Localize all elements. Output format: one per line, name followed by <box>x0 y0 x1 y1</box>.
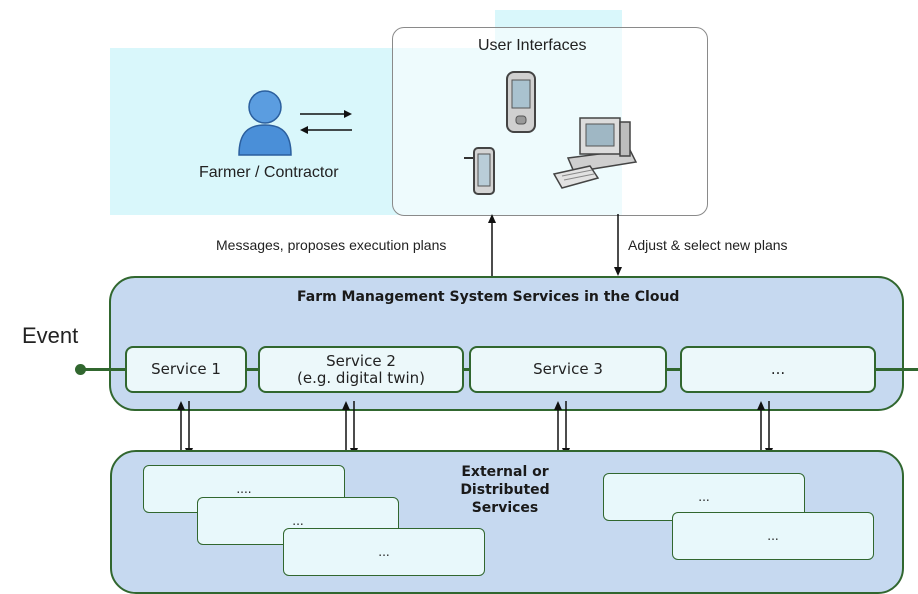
service-1-link-arrows <box>177 401 193 457</box>
service-more-box: ... <box>680 346 876 393</box>
service-1-box: Service 1 <box>125 346 247 393</box>
event-label: Event <box>22 323 79 348</box>
user-interfaces-box <box>392 27 708 216</box>
messages-down-label: Adjust & select new plans <box>628 237 788 253</box>
smartphone-icon <box>506 71 536 133</box>
exchange-arrows <box>300 110 352 134</box>
service-2-link-arrows <box>342 401 358 457</box>
service-more-link-arrows <box>757 401 773 457</box>
service-3-link-arrows <box>554 401 570 457</box>
up-arrow <box>488 214 496 276</box>
service-2-box: Service 2 (e.g. digital twin) <box>258 346 464 393</box>
person-icon <box>238 90 292 156</box>
fms-title: Farm Management System Services in the C… <box>297 289 680 305</box>
messages-up-label: Messages, proposes execution plans <box>216 237 447 253</box>
actor-label: Farmer / Contractor <box>199 164 339 181</box>
external-title-line-2: Distributed <box>460 482 550 498</box>
external-title-line-1: External or <box>461 464 549 480</box>
event-source-dot <box>75 364 86 375</box>
external-item-3: ... <box>283 528 485 576</box>
external-services-title: External or Distributed Services <box>430 463 580 517</box>
tablet-icon <box>464 147 495 195</box>
external-title-line-3: Services <box>471 500 539 516</box>
desktop-computer-icon <box>552 117 638 189</box>
down-arrow <box>614 214 622 276</box>
service-3-box: Service 3 <box>469 346 667 393</box>
external-item-5: ... <box>672 512 874 560</box>
user-interfaces-title: User Interfaces <box>478 37 587 54</box>
